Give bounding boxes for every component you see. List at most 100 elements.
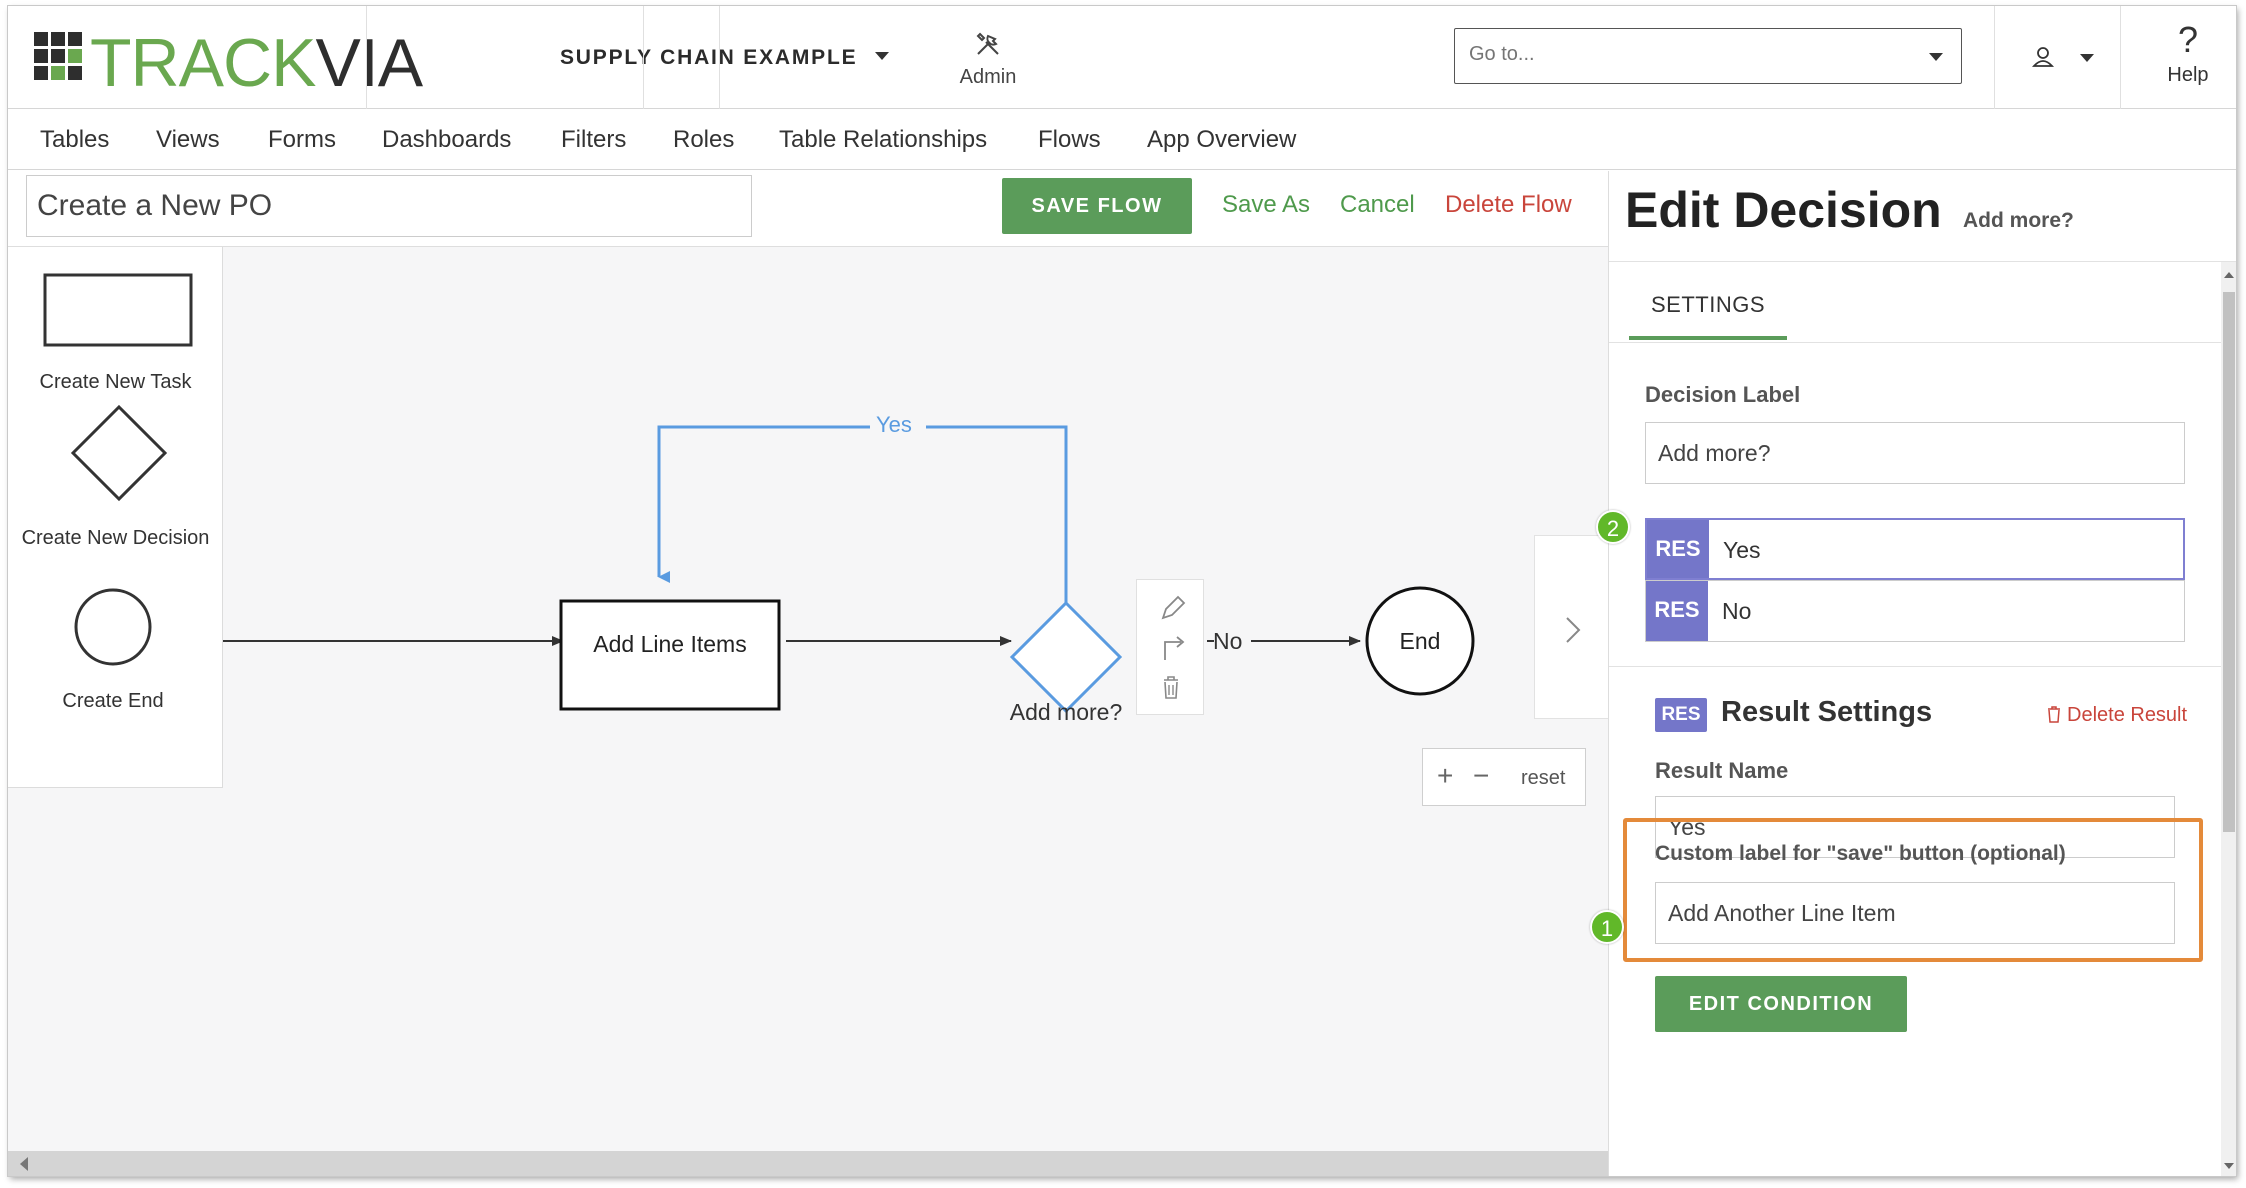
res-badge: RES bbox=[1646, 581, 1708, 641]
decision-label-caption: Decision Label bbox=[1645, 382, 1801, 407]
flow-canvas[interactable] bbox=[8, 171, 1608, 1151]
custom-save-label-field[interactable]: Add Another Line Item bbox=[1655, 882, 2175, 944]
chevron-down-icon bbox=[1929, 53, 1943, 61]
nav-flows[interactable]: Flows bbox=[1038, 126, 1101, 153]
task-shape-icon bbox=[43, 273, 193, 347]
create-task-label: Create New Task bbox=[39, 371, 192, 393]
admin-label: Admin bbox=[959, 66, 1017, 88]
panel-subtitle: Add more? bbox=[1963, 209, 2074, 232]
nav-roles[interactable]: Roles bbox=[673, 126, 735, 153]
main-nav: Tables Views Forms Dashboards Filters Ro… bbox=[8, 110, 2236, 170]
top-header: TRACKVIA SUPPLY CHAIN EXAMPLE Admin bbox=[8, 6, 2236, 109]
app-name-label: SUPPLY CHAIN EXAMPLE bbox=[560, 46, 858, 69]
zoom-out-button[interactable]: − bbox=[1473, 760, 1490, 791]
header-divider bbox=[1994, 6, 1995, 109]
end-node-label: End bbox=[1399, 628, 1441, 654]
trash-icon bbox=[2048, 706, 2060, 723]
nav-tables[interactable]: Tables bbox=[40, 126, 110, 153]
delete-result-link[interactable]: Delete Result bbox=[2047, 704, 2187, 727]
custom-label-caption: Custom label for "save" button (optional… bbox=[1655, 842, 2066, 865]
task-node[interactable] bbox=[559, 599, 781, 711]
chevron-down-icon[interactable] bbox=[2080, 54, 2094, 62]
nav-filters[interactable]: Filters bbox=[561, 126, 627, 153]
decision-node[interactable] bbox=[1009, 600, 1123, 714]
decision-label-field[interactable]: Add more? bbox=[1645, 422, 2185, 484]
node-tools bbox=[1136, 579, 1204, 715]
shape-palette: Create New Task Create New Decision Crea… bbox=[8, 247, 223, 788]
nav-dashboards[interactable]: Dashboards bbox=[382, 126, 512, 153]
panel-toggle-button[interactable] bbox=[1534, 535, 1608, 719]
flow-editor: Yes Add Line Items Add more? No End SAVE… bbox=[8, 171, 1608, 1176]
header-divider bbox=[719, 6, 720, 109]
result-name: No bbox=[1722, 598, 1752, 624]
user-icon bbox=[2031, 47, 2055, 67]
app-window: TRACKVIA SUPPLY CHAIN EXAMPLE Admin bbox=[8, 6, 2236, 1176]
user-menu-button[interactable] bbox=[2031, 46, 2055, 73]
goto-input[interactable] bbox=[1469, 29, 1889, 79]
res-badge: RES bbox=[1647, 520, 1709, 578]
nav-table-relationships[interactable]: Table Relationships bbox=[779, 126, 988, 153]
result-name: Yes bbox=[1723, 537, 1761, 563]
callout-badge-1: 1 bbox=[1590, 910, 1624, 944]
panel-title: Edit Decision bbox=[1625, 182, 1942, 238]
admin-tools-icon bbox=[976, 32, 999, 55]
result-name-caption: Result Name bbox=[1655, 758, 1789, 783]
delete-result-label: Delete Result bbox=[2067, 704, 2188, 726]
create-decision-label: Create New Decision bbox=[21, 527, 210, 549]
scroll-down-icon[interactable] bbox=[2224, 1163, 2234, 1169]
res-badge: RES bbox=[1655, 698, 1707, 732]
decision-shape-icon bbox=[70, 404, 168, 502]
header-divider bbox=[366, 6, 367, 109]
app-switcher[interactable]: SUPPLY CHAIN EXAMPLE bbox=[560, 46, 890, 70]
flow-toolbar: SAVE FLOW Save As Cancel Delete Flow bbox=[8, 171, 1608, 247]
zoom-in-button[interactable]: + bbox=[1437, 760, 1454, 791]
highlight-box bbox=[1623, 818, 2203, 962]
scroll-up-icon[interactable] bbox=[2224, 272, 2234, 278]
create-decision-tool[interactable]: Create New Decision bbox=[8, 397, 223, 567]
decision-node-label: Add more? bbox=[1009, 699, 1123, 725]
chevron-down-icon bbox=[875, 52, 890, 60]
zoom-reset-button[interactable]: reset bbox=[1521, 767, 1566, 789]
flow-name-input[interactable] bbox=[26, 175, 752, 237]
flow-connector-yes[interactable] bbox=[657, 425, 870, 583]
zoom-controls: + − reset bbox=[1422, 748, 1586, 806]
cancel-link[interactable]: Cancel bbox=[1340, 191, 1415, 218]
section-divider bbox=[1609, 666, 2221, 667]
result-name-field[interactable]: Yes bbox=[1655, 796, 2175, 858]
tab-settings[interactable]: SETTINGS bbox=[1629, 288, 1787, 340]
help-label: Help bbox=[2167, 64, 2209, 86]
yes-label: Yes bbox=[876, 412, 912, 437]
result-row-no[interactable]: RES No bbox=[1645, 580, 2185, 642]
header-divider bbox=[2120, 6, 2121, 109]
svg-text:TRACKVIA: TRACKVIA bbox=[90, 28, 424, 94]
callout-badge-2: 2 bbox=[1596, 510, 1630, 544]
nav-views[interactable]: Views bbox=[156, 126, 220, 153]
create-task-tool[interactable]: Create New Task bbox=[8, 247, 223, 397]
scroll-thumb[interactable] bbox=[2223, 292, 2235, 832]
flow-connector-yes[interactable] bbox=[926, 425, 1068, 603]
goto-select[interactable] bbox=[1454, 28, 1962, 84]
nav-app-overview[interactable]: App Overview bbox=[1147, 126, 1297, 153]
connector-icon[interactable] bbox=[1137, 628, 1205, 668]
edit-condition-button[interactable]: EDIT CONDITION bbox=[1655, 976, 1907, 1032]
header-divider bbox=[643, 6, 644, 109]
result-row-yes[interactable]: RES Yes bbox=[1645, 518, 2185, 580]
trackvia-logo[interactable]: TRACKVIA bbox=[34, 25, 494, 101]
scroll-left-icon[interactable] bbox=[20, 1157, 28, 1171]
help-button[interactable]: ? Help bbox=[2148, 20, 2228, 87]
save-flow-button[interactable]: SAVE FLOW bbox=[1002, 178, 1192, 234]
pencil-icon[interactable] bbox=[1137, 588, 1205, 628]
end-node[interactable] bbox=[1365, 586, 1475, 696]
nav-forms[interactable]: Forms bbox=[268, 126, 336, 153]
chevron-right-icon bbox=[1566, 617, 1581, 643]
tab-divider bbox=[1609, 342, 2221, 343]
no-label: No bbox=[1213, 628, 1243, 654]
admin-button[interactable]: Admin bbox=[938, 30, 1038, 89]
delete-flow-link[interactable]: Delete Flow bbox=[1445, 191, 1572, 218]
save-as-link[interactable]: Save As bbox=[1222, 191, 1311, 218]
horizontal-scrollbar[interactable] bbox=[8, 1151, 1608, 1176]
help-icon: ? bbox=[2177, 19, 2199, 60]
vertical-scrollbar[interactable] bbox=[2221, 262, 2236, 1176]
trash-icon[interactable] bbox=[1137, 668, 1205, 708]
create-end-tool[interactable]: Create End bbox=[8, 577, 223, 737]
